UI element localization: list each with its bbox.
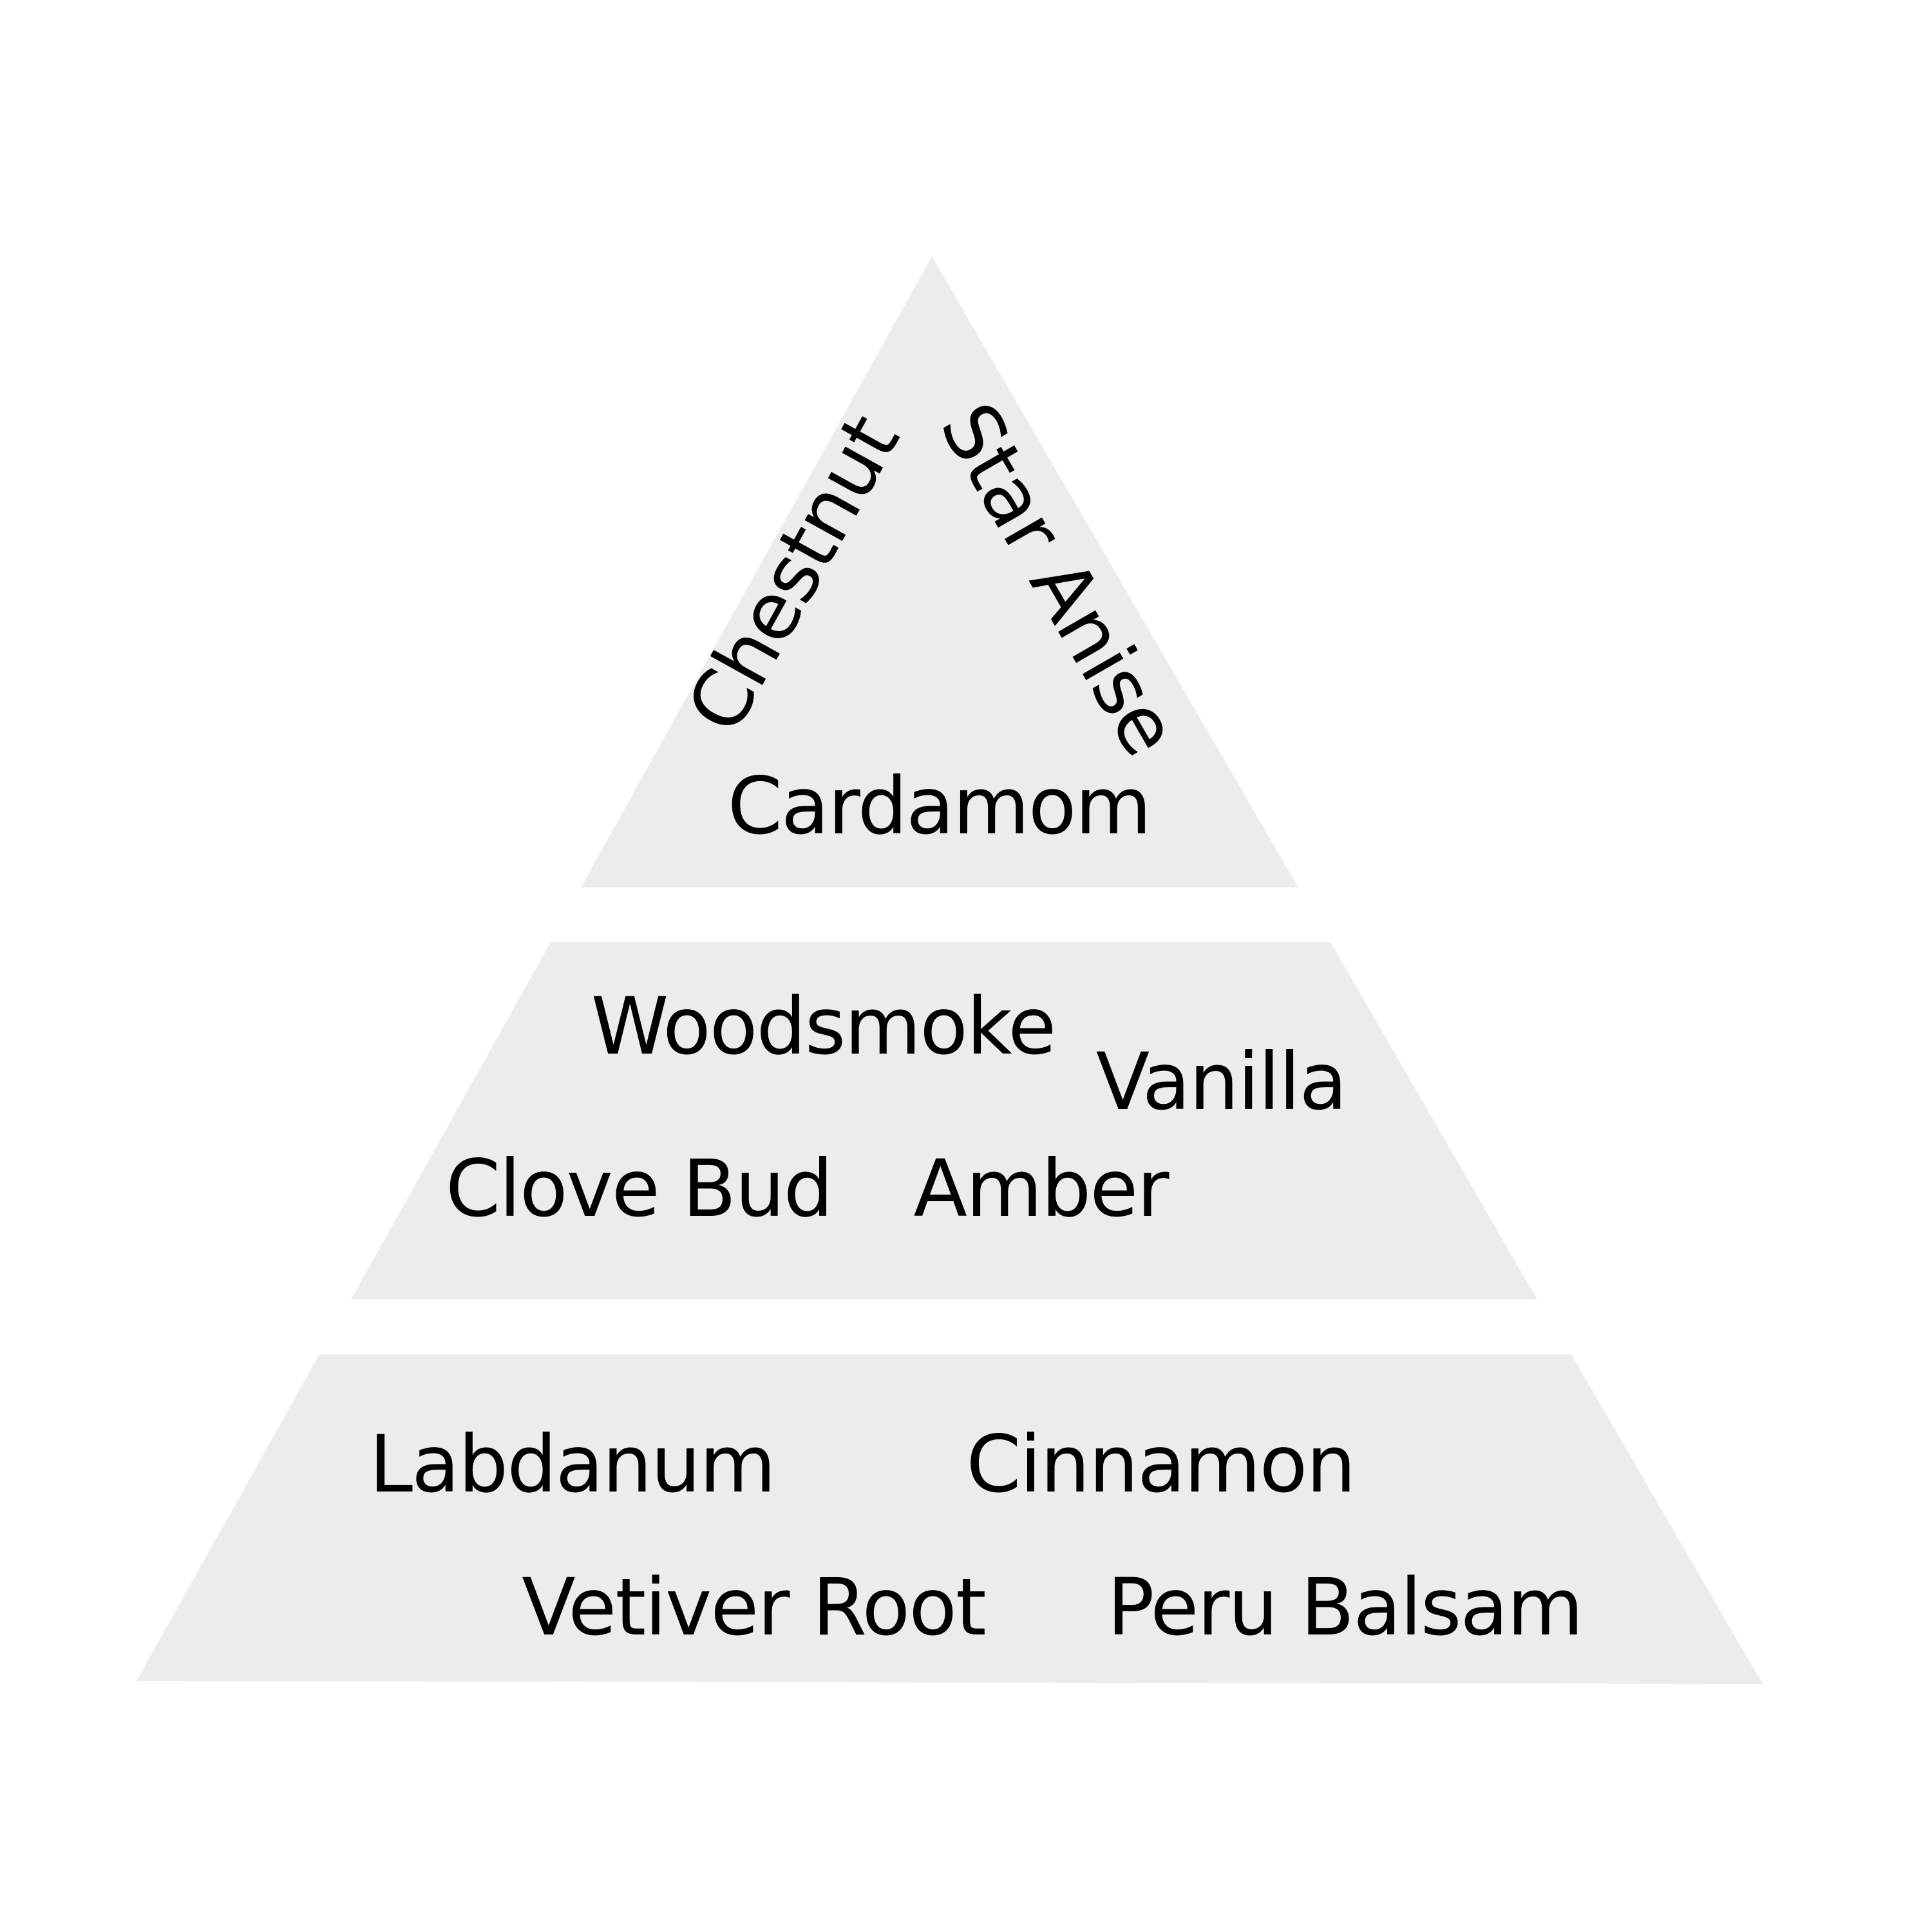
note-woodsmoke: Woodsmoke <box>591 981 1056 1072</box>
note-cardamom: Cardamom <box>728 761 1151 852</box>
note-amber: Amber <box>914 1143 1170 1235</box>
tier-top-shape <box>581 256 1298 887</box>
note-vanilla: Vanilla <box>1096 1036 1347 1128</box>
note-cinnamon: Cinnamon <box>966 1419 1354 1510</box>
note-vetiver-root: Vetiver Root <box>522 1562 985 1653</box>
tier-middle: Woodsmoke Vanilla Clove Bud Amber <box>351 942 1537 1300</box>
tier-base-shape <box>137 1354 1763 1684</box>
note-labdanum: Labdanum <box>369 1419 775 1510</box>
tier-top: Chestnut Star Anise Cardamom <box>581 256 1298 887</box>
note-peru-balsam: Peru Balsam <box>1107 1562 1582 1653</box>
tier-middle-shape <box>351 942 1537 1300</box>
tier-base: Labdanum Cinnamon Vetiver Root Peru Bals… <box>137 1354 1763 1684</box>
note-clove-bud: Clove Bud <box>446 1143 832 1235</box>
